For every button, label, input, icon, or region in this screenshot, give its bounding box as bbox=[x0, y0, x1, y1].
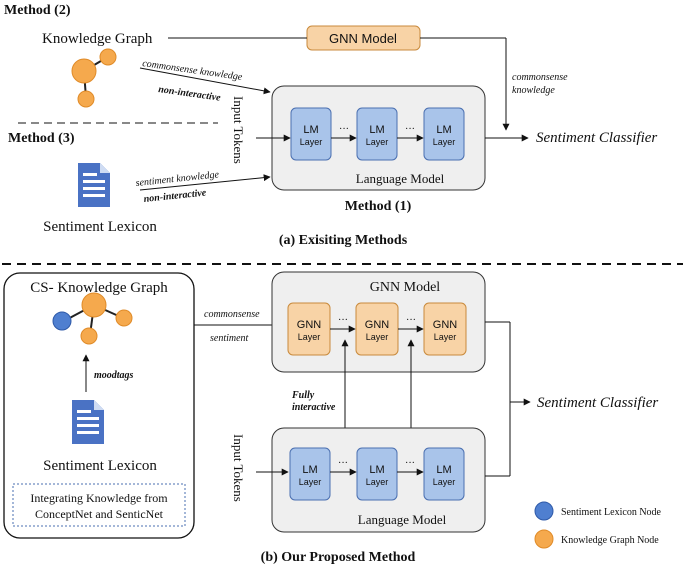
lm-layer-b3: LM Layer bbox=[423, 447, 465, 501]
legend-lexicon-node-marker bbox=[534, 501, 554, 521]
knowledge-graph-label: Knowledge Graph bbox=[42, 31, 153, 47]
ellipsis-1: ··· bbox=[339, 124, 349, 135]
svg-text:GNN: GNN bbox=[365, 319, 390, 331]
caption-b: (b) Our Proposed Method bbox=[261, 550, 416, 565]
svg-text:Layer: Layer bbox=[298, 332, 321, 342]
sentiment-knowledge-arrow bbox=[139, 174, 271, 191]
sentiment-lexicon-label-top: Sentiment Lexicon bbox=[43, 219, 157, 235]
svg-text:GNN: GNN bbox=[433, 319, 458, 331]
commonsense-knowledge-edge: commonsense knowledge bbox=[142, 58, 244, 83]
legend-lexicon-node-label: Sentiment Lexicon Node bbox=[561, 507, 662, 518]
input-tokens-bottom: Input Tokens bbox=[231, 434, 246, 502]
legend-kg-node-marker bbox=[534, 529, 554, 549]
svg-text:Layer: Layer bbox=[366, 137, 389, 147]
gnn-layer-1: GNN Layer bbox=[287, 302, 331, 356]
document-icon bbox=[72, 400, 104, 444]
sentiment-classifier-top: Sentiment Classifier bbox=[536, 130, 657, 146]
gnn-layer-3: GNN Layer bbox=[423, 302, 467, 356]
gnn-model-label: GNN Model bbox=[329, 31, 397, 46]
legend: Sentiment Lexicon Node Knowledge Graph N… bbox=[534, 501, 662, 549]
lm-layer-b1: LM Layer bbox=[289, 447, 331, 501]
method3-label: Method (3) bbox=[8, 131, 75, 146]
svg-text:LM: LM bbox=[436, 464, 451, 476]
svg-text:Layer: Layer bbox=[300, 137, 323, 147]
method2-label: Method (2) bbox=[4, 3, 71, 18]
input-tokens-top: Input Tokens bbox=[231, 96, 246, 164]
svg-text:Layer: Layer bbox=[299, 477, 322, 487]
lm-layer-1: LM Layer bbox=[290, 107, 332, 161]
ellipsis-6: ··· bbox=[405, 458, 415, 469]
non-interactive-label-1: non-interactive bbox=[158, 84, 222, 104]
svg-text:LM: LM bbox=[369, 124, 384, 136]
svg-text:Layer: Layer bbox=[366, 332, 389, 342]
cs-knowledge-graph-icon bbox=[52, 292, 133, 345]
svg-text:Layer: Layer bbox=[366, 477, 389, 487]
svg-text:Layer: Layer bbox=[433, 477, 456, 487]
knowledge-graph-icon bbox=[71, 48, 117, 108]
method1-label: Method (1) bbox=[345, 199, 412, 214]
lm-layer-b2: LM Layer bbox=[356, 447, 398, 501]
gnn-model-label-bottom: GNN Model bbox=[370, 280, 440, 295]
integrating-line-1: Integrating Knowledge from bbox=[30, 491, 168, 505]
sentiment-edge: sentiment bbox=[210, 333, 249, 344]
legend-kg-node-label: Knowledge Graph Node bbox=[561, 535, 659, 546]
moodtags-label: moodtags bbox=[94, 370, 134, 381]
svg-text:GNN: GNN bbox=[297, 319, 322, 331]
svg-text:Layer: Layer bbox=[434, 332, 457, 342]
svg-text:LM: LM bbox=[436, 124, 451, 136]
document-icon bbox=[78, 163, 110, 207]
lm-layer-2: LM Layer bbox=[356, 107, 398, 161]
caption-a: (a) Exisiting Methods bbox=[279, 233, 408, 248]
svg-text:LM: LM bbox=[303, 124, 318, 136]
ellipsis-2: ··· bbox=[405, 124, 415, 135]
ellipsis-5: ··· bbox=[338, 458, 348, 469]
cs-knowledge-graph-label: CS- Knowledge Graph bbox=[30, 280, 168, 296]
ellipsis-3: ··· bbox=[338, 315, 348, 326]
svg-text:LM: LM bbox=[369, 464, 384, 476]
fully-interactive-1: Fully bbox=[291, 390, 315, 401]
sentiment-lexicon-label-bottom: Sentiment Lexicon bbox=[43, 458, 157, 474]
language-model-label-bottom: Language Model bbox=[358, 512, 447, 527]
gnn-layer-2: GNN Layer bbox=[355, 302, 399, 356]
commonsense-edge: commonsense bbox=[204, 309, 260, 320]
svg-text:Layer: Layer bbox=[433, 137, 456, 147]
language-model-label-top: Language Model bbox=[356, 171, 445, 186]
commonsense-knowledge-arrow bbox=[139, 67, 271, 95]
lm-layer-3: LM Layer bbox=[423, 107, 465, 161]
integrating-note-box bbox=[12, 483, 186, 527]
svg-text:LM: LM bbox=[302, 464, 317, 476]
integrating-line-2: ConceptNet and SenticNet bbox=[35, 507, 164, 521]
commonsense-right-1: commonsense bbox=[512, 72, 568, 83]
sentiment-classifier-bottom: Sentiment Classifier bbox=[537, 395, 658, 411]
commonsense-right-2: knowledge bbox=[512, 85, 555, 96]
ellipsis-4: ··· bbox=[406, 315, 416, 326]
non-interactive-label-2: non-interactive bbox=[143, 187, 207, 205]
fully-interactive-2: interactive bbox=[292, 402, 336, 413]
